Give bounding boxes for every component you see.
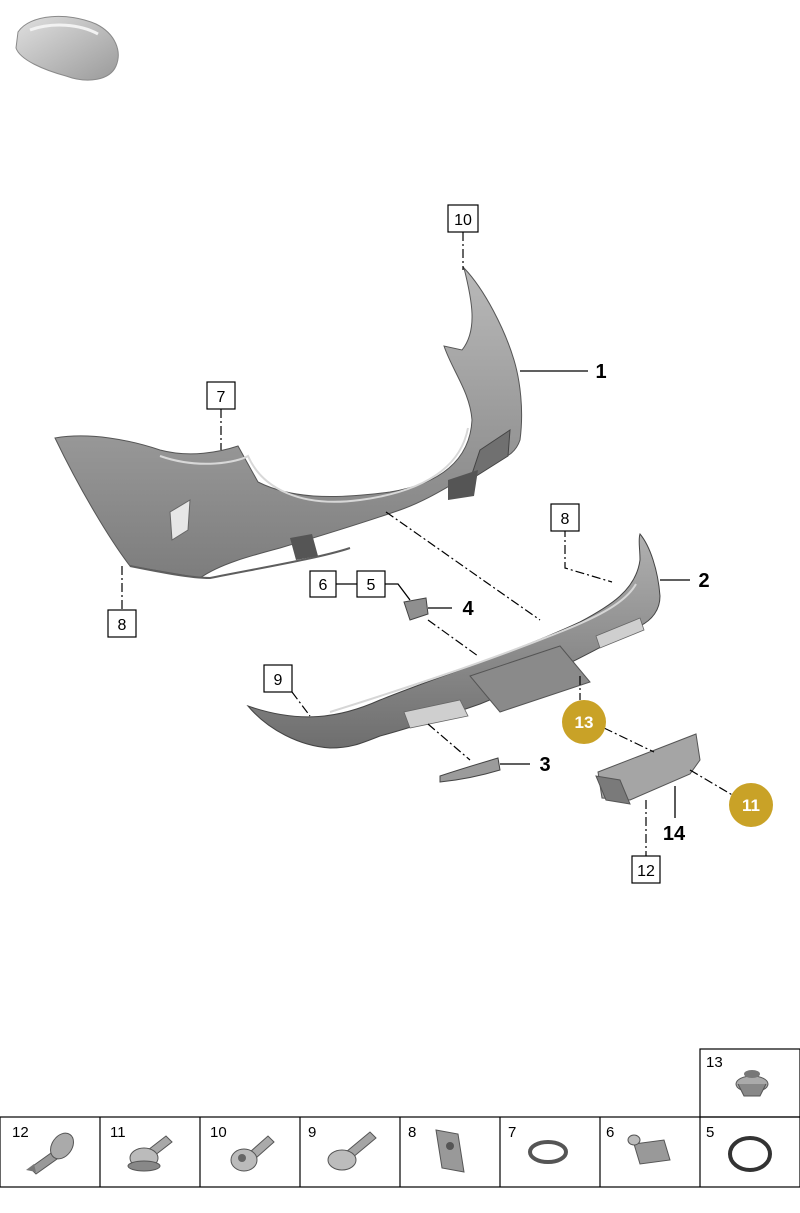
- svg-text:5: 5: [367, 577, 376, 594]
- svg-text:9: 9: [274, 672, 283, 689]
- parts-legend-table: 13 12 11 10 9 8 7 6 5: [0, 1048, 800, 1188]
- dash-line-4: [427, 619, 479, 657]
- mounting-bracket: [403, 597, 429, 621]
- dash-line-9: [291, 691, 311, 717]
- callout-8-right: 8: [550, 503, 580, 532]
- license-plate-holder: [595, 733, 701, 805]
- callout-3: 3: [539, 754, 550, 776]
- legend-cell-label-11: 11: [110, 1124, 126, 1141]
- dash-line-bumper: [385, 511, 541, 621]
- callout-14: 14: [663, 823, 686, 845]
- svg-text:7: 7: [217, 389, 226, 406]
- svg-text:8: 8: [118, 617, 127, 634]
- spring-clip-7-icon: [528, 1140, 568, 1164]
- bolt-10-icon: [230, 1135, 275, 1172]
- callout-1: 1: [595, 361, 606, 383]
- dash-line-3: [427, 723, 471, 761]
- svg-text:12: 12: [637, 863, 655, 880]
- callout-13-highlight[interactable]: 13: [562, 700, 606, 744]
- callout-7: 7: [206, 381, 236, 410]
- dash-line-8b: [564, 528, 613, 583]
- legend-cell-label-8: 8: [408, 1124, 416, 1141]
- dash-line-13b: [603, 727, 655, 753]
- legend-cell-label-12: 12: [12, 1124, 29, 1141]
- svg-text:8: 8: [561, 511, 570, 528]
- svg-text:11: 11: [742, 796, 760, 815]
- callout-6: 6: [309, 570, 337, 598]
- legend-cell-label-7: 7: [508, 1124, 516, 1141]
- plug-6-icon: [627, 1134, 671, 1165]
- legend-cell-label-5: 5: [706, 1124, 714, 1141]
- svg-text:10: 10: [454, 212, 472, 229]
- callout-2: 2: [698, 570, 709, 592]
- seal-ring-5-icon: [728, 1136, 772, 1172]
- svg-text:13: 13: [575, 713, 594, 732]
- legend-cell-label-9: 9: [308, 1124, 316, 1141]
- callout-10: 10: [447, 204, 479, 233]
- callout-9: 9: [263, 664, 293, 693]
- legend-cell-label-6: 6: [606, 1124, 614, 1141]
- highlight-circle-11: [729, 783, 773, 827]
- flange-screw-9-icon: [327, 1131, 377, 1171]
- svg-text:13: 13: [706, 1054, 723, 1071]
- rivet-12-icon: [26, 1132, 74, 1175]
- car-thumbnail-icon: [15, 15, 119, 81]
- dash-line-11: [689, 769, 735, 797]
- rear-bumper-cover: [54, 266, 523, 580]
- legend-cell-label-10: 10: [210, 1124, 227, 1141]
- callout-11-highlight[interactable]: 11: [729, 783, 773, 827]
- callout-4: 4: [462, 598, 474, 620]
- callout-5: 5: [356, 570, 386, 598]
- callout-12: 12: [631, 855, 661, 884]
- clip-8-icon: [435, 1129, 465, 1173]
- svg-text:6: 6: [319, 577, 328, 594]
- lower-bumper-diffuser: [246, 532, 661, 749]
- diffuser-grille: [439, 757, 501, 783]
- screw-13-icon: [735, 1070, 769, 1097]
- leader-line-5: [385, 583, 411, 601]
- highlight-circle-13: [562, 700, 606, 744]
- callout-8-left: 8: [107, 609, 137, 638]
- screw-11-icon: [127, 1135, 173, 1172]
